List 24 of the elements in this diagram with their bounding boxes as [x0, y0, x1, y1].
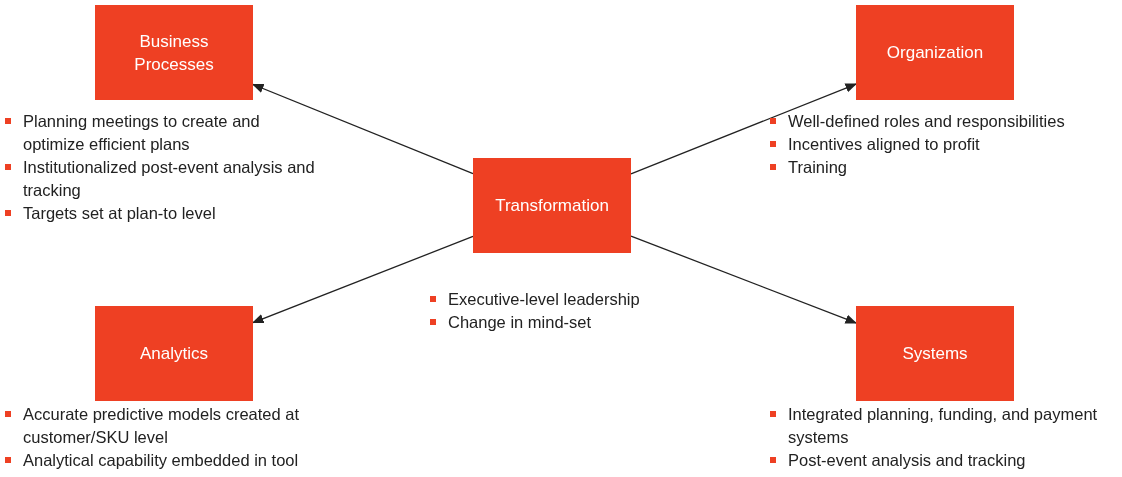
bullet-item: Executive-level leadership [430, 288, 690, 311]
box-label: Systems [902, 343, 968, 365]
box-label: Business Processes [133, 30, 215, 76]
bullet-item: Institutionalized post-event analysis and tracking [5, 156, 325, 202]
bullet-item: Well-defined roles and responsibilities [770, 110, 1122, 133]
arrow [630, 235, 858, 324]
bullet-item: Post-event analysis and tracking [770, 449, 1100, 472]
box-label: Organization [886, 42, 984, 64]
process-box [95, 306, 253, 401]
bullet-item: Targets set at plan-to level [5, 202, 325, 225]
arrow [630, 83, 858, 175]
box-label: Transformation [495, 195, 609, 217]
bullet-item: Analytical capability embedded in tool [5, 449, 365, 472]
bullet-item: Integrated planning, funding, and payment systems [770, 403, 1100, 449]
bullet-item: Training [770, 156, 1122, 179]
process-box [856, 5, 1014, 100]
bullet-item: Incentives aligned to profit [770, 133, 1122, 156]
box-label: Analytics [140, 343, 208, 365]
bullet-item: Accurate predictive models created at customer/SKU level [5, 403, 365, 449]
process-box [856, 306, 1014, 401]
bullet-item: Planning meetings to create and optimize efficient plans [5, 110, 325, 156]
process-box [95, 5, 253, 100]
bullet-item: Change in mind-set [430, 311, 690, 334]
process-box [473, 158, 631, 253]
